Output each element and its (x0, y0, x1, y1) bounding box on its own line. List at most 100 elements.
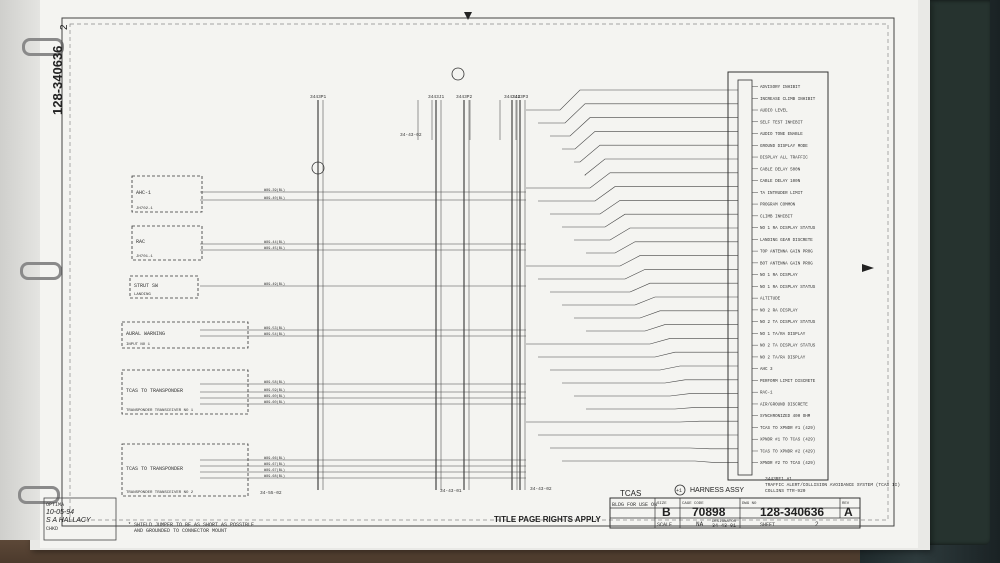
wire-label: W89-59(BL) (264, 388, 285, 393)
terminal-label: SELF TEST INHIBIT (760, 121, 803, 125)
signature-label: OPTIMA (46, 502, 64, 508)
connector-label: 3443P1 (310, 94, 327, 100)
wire (550, 365, 738, 371)
wire (538, 351, 738, 358)
wire-runs: W89-39(BL)W89-40(BL)W89-44(BL)W89-45(BL)… (200, 89, 738, 496)
binder-ring-2 (20, 262, 62, 280)
wire-label: W89-68(BL) (264, 474, 285, 479)
title-block: BLDG FOR USE ON SIZE B CAGE CODE 70898 D… (609, 497, 861, 529)
signature-block (43, 497, 117, 541)
connector-label: 3443P3 (512, 94, 529, 100)
device-name: AHC-1 (136, 190, 151, 196)
title-rev: A (844, 505, 853, 519)
device-ref: INPUT NO 1 (126, 343, 151, 347)
wire-label: W89-40(BL) (264, 196, 285, 201)
terminal-label: XPNDR #2 TO TCAS (429) (760, 461, 815, 466)
wire (550, 117, 738, 137)
terminal-label: INCREASE CLIMB INHIBIT (760, 98, 816, 102)
terminal-label: AIR/GROUND DISCRETE (760, 402, 808, 407)
wire-label: W89-60(BL) (264, 394, 285, 399)
harness-label: HARNESS ASSY (690, 487, 744, 494)
svg-text:SHEET: SHEET (760, 522, 775, 528)
connector-label: 3443J2 (504, 94, 521, 100)
top-center-marker (464, 12, 472, 20)
device-name: STRUT SW (134, 283, 158, 289)
wire (550, 447, 738, 450)
terminal-label: NO 2 TA DISPLAY STATUS (760, 321, 816, 325)
terminal-label: PROGRAM COMMON (760, 204, 796, 208)
drawing-inner-border (69, 23, 889, 521)
device-name: TCAS TO TRANSPONDER (126, 388, 183, 394)
wire (526, 255, 738, 267)
terminal-label: TOP ANTENNA GAIN PROG (760, 251, 813, 255)
device-box (131, 225, 203, 261)
device-box (121, 443, 249, 497)
wire (526, 89, 738, 111)
title-dwg-no: 128-340636 (760, 505, 824, 519)
connector-callout (451, 67, 465, 81)
connector-label: 3443J1 (428, 94, 445, 100)
terminal-label: AUDIO TONE ENABLE (760, 133, 803, 137)
wire-label: W89-45(BL) (264, 246, 285, 251)
terminal-label: AHC 3 (760, 368, 773, 372)
title-size: B (662, 505, 671, 519)
device-ref: TRANSPONDER TRANSCEIVER NO 1 (126, 409, 194, 413)
tcas-pin-strip (737, 79, 753, 476)
device-box (131, 175, 203, 213)
device-name: TCAS TO TRANSPONDER (126, 466, 183, 472)
wire (574, 227, 738, 241)
wire (574, 393, 738, 397)
terminal-label: LANDING GEAR DISCRETE (760, 239, 813, 243)
title-scale: NA (696, 521, 704, 528)
wire-label: W89-58(BL) (264, 380, 285, 385)
wire (584, 158, 738, 176)
terminal-label: BOT ANTENNA GAIN PROG (760, 262, 813, 266)
signature-date: 10-05-94 (46, 509, 74, 516)
wire (586, 407, 738, 410)
device-name: AURAL WARNING (126, 331, 165, 337)
svg-text:SIZE: SIZE (657, 502, 667, 506)
svg-text:DESIGNATOR: DESIGNATOR (712, 520, 737, 524)
terminal-label: ALTITUDE (760, 298, 781, 302)
terminal-label: NO 1 TA/RA DISPLAY (760, 332, 806, 337)
signature-name: S A HALLACY (46, 517, 92, 524)
terminal-label: GROUND DISPLAY MODE (760, 145, 808, 149)
right-center-marker (862, 264, 874, 272)
doc-number-vertical: 128-340636 (50, 46, 65, 115)
wire (538, 103, 738, 124)
ref-code: 34-43-02 (400, 132, 422, 138)
terminal-label: TCAS TO XPNDR #1 (429) (760, 426, 815, 431)
wire-label: W89-54(BL) (264, 332, 285, 337)
wire (574, 310, 738, 319)
terminal-label: TCAS TO XPNDR #2 (429) (760, 449, 815, 454)
harness-callout-circle (674, 484, 686, 496)
svg-text:REV: REV (842, 502, 850, 506)
device-ref: JH701-1 (136, 255, 153, 259)
wire (562, 379, 738, 384)
title-page-rights: TITLE PAGE RIGHTS APPLY (494, 515, 601, 524)
wire (562, 131, 738, 150)
wire-label: W89-53(BL) (264, 326, 285, 331)
device-name: RAC (136, 239, 145, 245)
terminal-label: XPNDR #1 TO TCAS (429) (760, 438, 815, 443)
wire (526, 420, 738, 423)
title-cage-code: 70898 (692, 505, 726, 519)
wire (550, 200, 738, 215)
terminal-label: NO 2 TA/RA DISPLAY (760, 355, 806, 360)
terminal-label: NO 1 RA DISPLAY (760, 274, 798, 278)
wire (562, 213, 738, 228)
terminal-label: NO 2 RA DISPLAY (760, 309, 798, 313)
device-box (121, 369, 249, 415)
equipment-ref: 3443RE1 A1 (765, 476, 792, 482)
system-label: TCAS (620, 489, 641, 498)
wire (586, 241, 738, 254)
terminal-label: NO 1 RA DISPLAY STATUS (760, 286, 816, 290)
wire (562, 296, 738, 306)
ref-code: 34-43-02 (530, 486, 552, 492)
wire (526, 338, 738, 345)
device-ref: LANDING (134, 293, 151, 297)
